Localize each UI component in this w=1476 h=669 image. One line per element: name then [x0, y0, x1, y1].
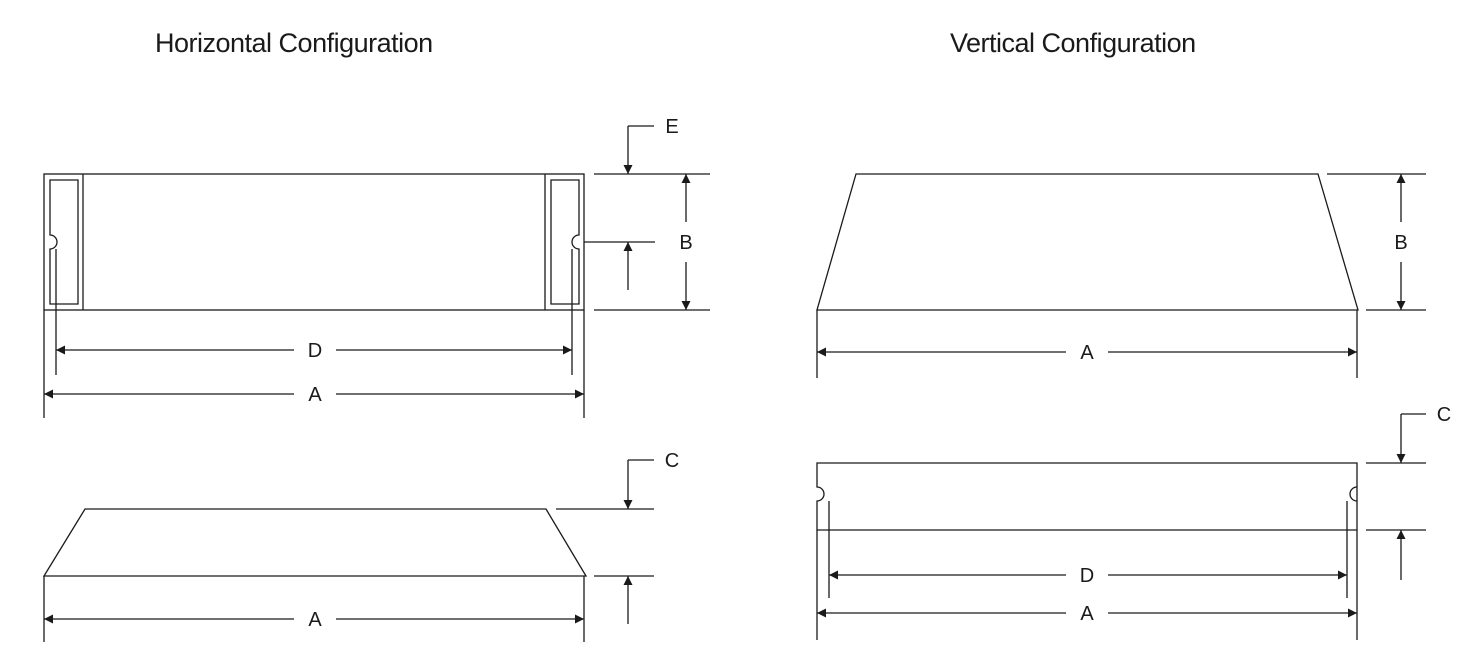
- ballast-body-outline: [43, 173, 585, 311]
- right-mounting-slot: [550, 179, 580, 305]
- ballast-side-profile: [42, 508, 588, 577]
- ballast-side-body: [816, 462, 1358, 531]
- dimension-label-a: A: [1080, 603, 1094, 625]
- vertical-top-view: A B: [816, 173, 1426, 378]
- right-mounting-slot: [1349, 486, 1358, 502]
- vertical-side-view: D A C: [816, 404, 1451, 640]
- dimension-label-a: A: [1080, 342, 1094, 364]
- dimension-label-a: A: [308, 384, 322, 406]
- ballast-top-profile: [816, 173, 1359, 311]
- left-mounting-slot: [49, 179, 79, 305]
- dimension-label-c: C: [1437, 404, 1451, 426]
- dimension-label-a: A: [308, 609, 322, 631]
- dimension-label-d: D: [1080, 565, 1094, 587]
- horizontal-configuration-title: Horizontal Configuration: [155, 28, 433, 58]
- dimension-label-e: E: [665, 116, 678, 138]
- dimension-label-c: C: [665, 450, 679, 472]
- dimension-label-b: B: [1394, 232, 1407, 254]
- dimension-label-d: D: [308, 340, 322, 362]
- vertical-configuration-title: Vertical Configuration: [950, 28, 1196, 58]
- horizontal-side-view: A C: [42, 450, 679, 642]
- dimension-label-b: B: [679, 232, 692, 254]
- horizontal-top-view: D A B E: [43, 116, 710, 418]
